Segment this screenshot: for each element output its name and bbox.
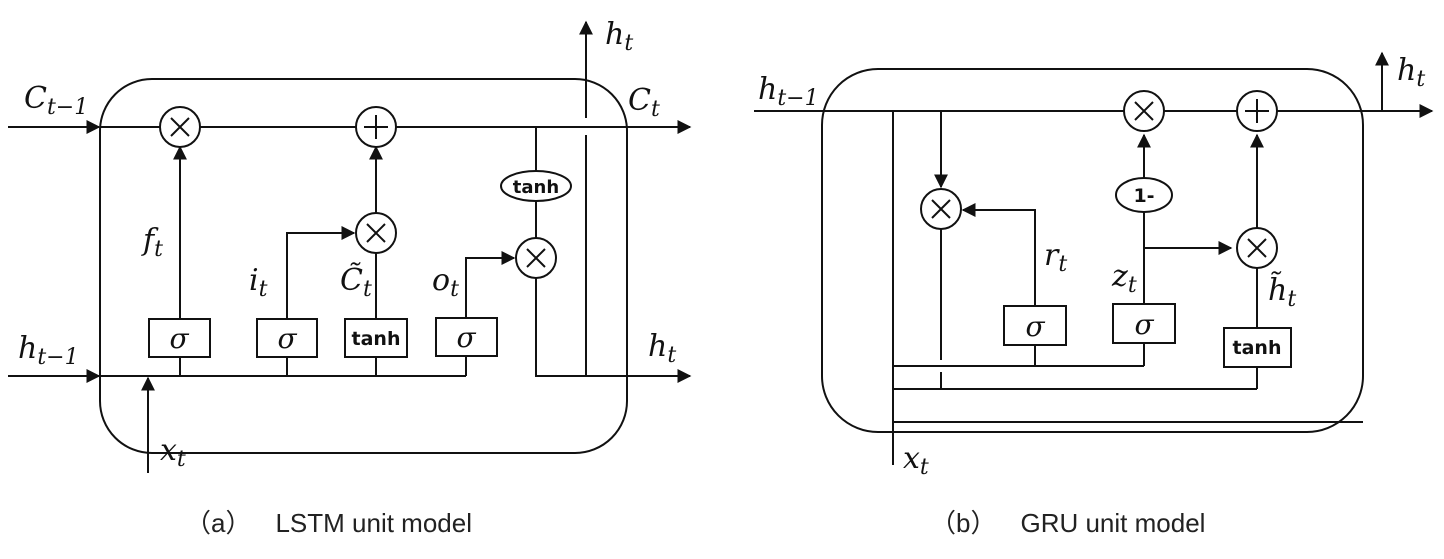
lstm-caption: （a）LSTM unit model bbox=[185, 508, 472, 538]
plus-icon bbox=[1245, 99, 1269, 123]
multiply-icon bbox=[366, 223, 386, 243]
multiply-icon bbox=[1134, 101, 1154, 121]
lstm-label-c-prev: Ct−1 bbox=[24, 81, 88, 120]
lstm-output-path bbox=[465, 251, 516, 320]
gru-keep-multiply bbox=[1123, 90, 1165, 132]
gru-reset-gate: σ bbox=[1003, 305, 1067, 346]
gru-reset-path bbox=[961, 203, 1036, 307]
gru-label-h-out: ht bbox=[1397, 53, 1425, 92]
gru-cell-border bbox=[821, 68, 1364, 433]
gru-label-reset: rt bbox=[1044, 238, 1067, 277]
gru-update-multiply bbox=[1236, 227, 1278, 269]
lstm-output-multiply bbox=[515, 237, 557, 279]
gru-label-x: xt bbox=[903, 441, 929, 480]
multiply-icon bbox=[1247, 238, 1267, 258]
lstm-hidden-out bbox=[535, 278, 692, 383]
lstm-candidate-gate: tanh bbox=[344, 318, 408, 358]
lstm-input-path bbox=[286, 226, 356, 320]
lstm-cell-add bbox=[355, 106, 397, 148]
lstm-cell-tanh-label: tanh bbox=[513, 177, 559, 198]
lstm-label-input: it bbox=[249, 263, 268, 302]
multiply-icon bbox=[170, 117, 190, 137]
lstm-label-output: ot bbox=[432, 263, 459, 302]
gru-update-gate: σ bbox=[1112, 303, 1176, 344]
sigma-label: σ bbox=[1134, 308, 1154, 341]
lstm-label-forget: ft bbox=[141, 223, 163, 262]
lstm-output-gate: σ bbox=[435, 317, 498, 357]
gru-label-update: zt bbox=[1111, 259, 1137, 298]
gru-caption: （b）GRU unit model bbox=[930, 508, 1205, 538]
gru-label-h-prev: ht−1 bbox=[758, 72, 819, 111]
lstm-diagram: tanh σ σ tanh σ Ct−1 Ct ht−1 ht bbox=[8, 17, 692, 538]
lstm-label-h-top: ht bbox=[605, 17, 633, 56]
sigma-label: σ bbox=[277, 322, 297, 355]
lstm-label-h-prev: ht−1 bbox=[18, 331, 79, 370]
lstm-label-h-right: ht bbox=[648, 329, 676, 368]
gru-diagram: 1- σ σ tanh ht−1 ht xt rt zt bbox=[754, 51, 1434, 538]
lstm-label-candidate: C̃t bbox=[340, 263, 372, 302]
one-minus-label: 1- bbox=[1133, 185, 1154, 207]
gru-reset-multiply bbox=[920, 188, 962, 230]
gru-add bbox=[1236, 90, 1278, 132]
gru-candidate-gate: tanh bbox=[1223, 327, 1292, 368]
lstm-cell-tanh: tanh bbox=[500, 170, 572, 202]
multiply-icon bbox=[526, 248, 546, 268]
lstm-input-gate: σ bbox=[256, 318, 318, 358]
gru-one-minus: 1- bbox=[1115, 177, 1173, 213]
lstm-input-multiply bbox=[355, 212, 397, 254]
lstm-forget-gate: σ bbox=[148, 318, 211, 358]
tanh-label: tanh bbox=[1233, 337, 1282, 359]
tanh-label: tanh bbox=[352, 328, 401, 350]
lstm-cell-border bbox=[99, 78, 628, 454]
plus-icon bbox=[364, 115, 388, 139]
lstm-label-c-out: Ct bbox=[628, 83, 660, 122]
gru-label-candidate: h̃t bbox=[1268, 271, 1296, 312]
sigma-label: σ bbox=[456, 321, 476, 354]
sigma-label: σ bbox=[1025, 310, 1045, 343]
lstm-forget-multiply bbox=[159, 106, 201, 148]
multiply-icon bbox=[931, 199, 951, 219]
sigma-label: σ bbox=[169, 322, 189, 355]
lstm-label-x: xt bbox=[160, 433, 186, 472]
